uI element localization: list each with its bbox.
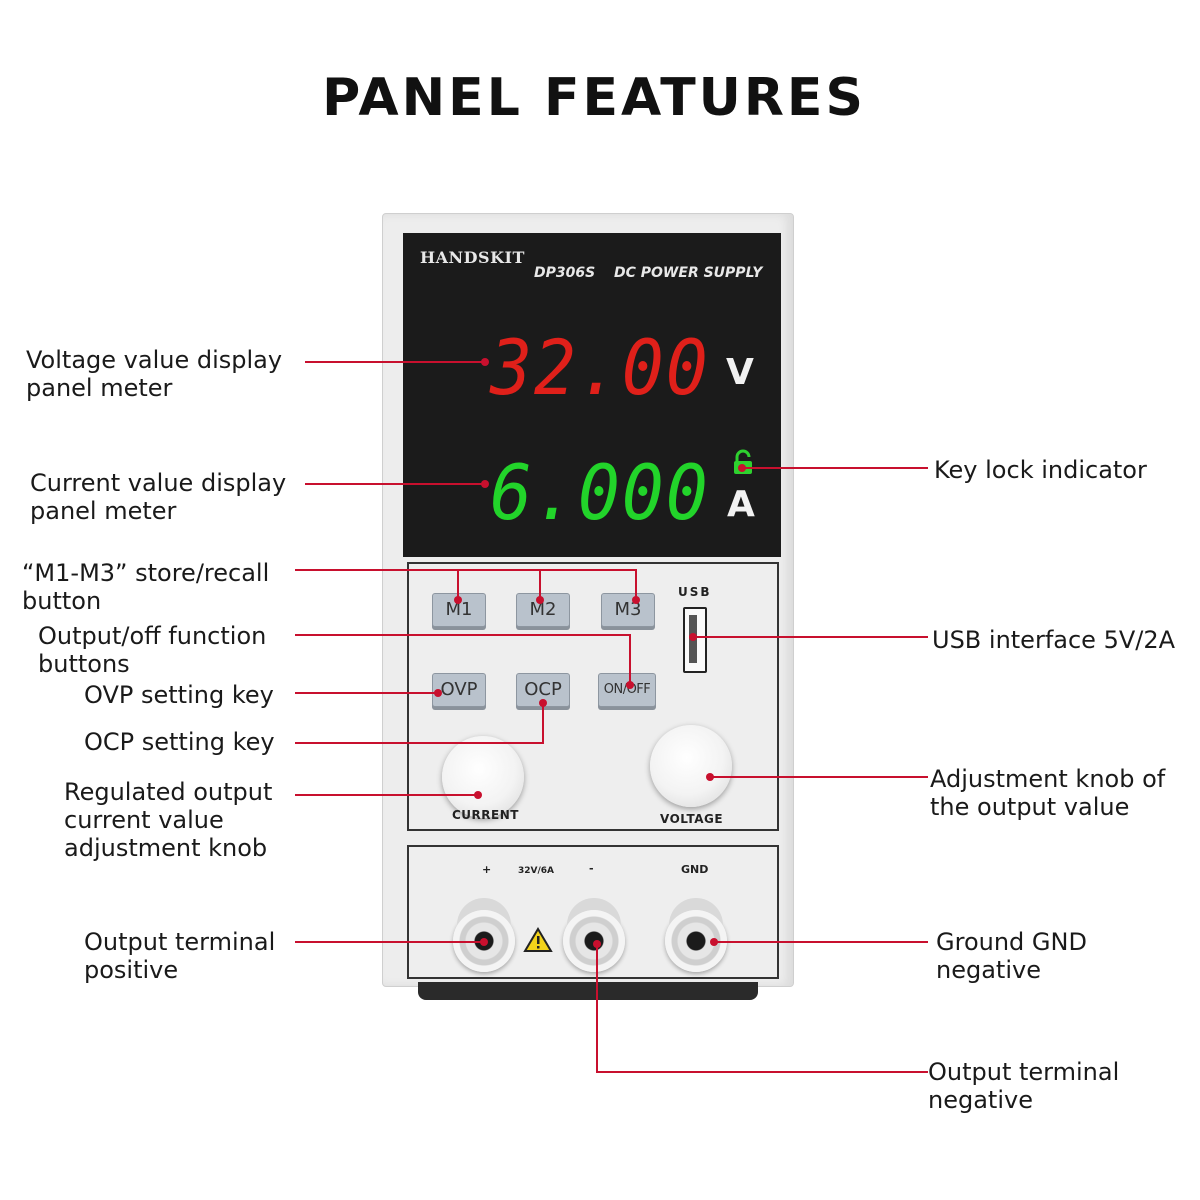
voltage-display: 32.00 (490, 323, 710, 412)
callout-memory-buttons: “M1-M3” store/recall button (22, 559, 270, 615)
page-title: PANEL FEATURES (322, 68, 866, 128)
callout-voltage-display: Voltage value display panel meter (26, 346, 283, 402)
positive-terminal[interactable] (453, 910, 515, 972)
callout-ocp-key: OCP setting key (84, 728, 275, 756)
on-off-button[interactable]: ON/OFF (598, 673, 656, 707)
callout-voltage-knob: Adjustment knob of the output value (930, 765, 1166, 821)
callout-usb: USB interface 5V/2A (932, 626, 1176, 654)
terminal-plus-label: + (482, 863, 492, 876)
callout-current-display: Current value display panel meter (30, 469, 287, 525)
callout-ground: Ground GND negative (936, 928, 1087, 984)
callout-negative-terminal: Output terminal negative (928, 1058, 1120, 1114)
product-type: DC POWER SUPPLY (614, 265, 763, 281)
usb-label: USB (678, 585, 712, 599)
voltage-unit: V (726, 352, 754, 393)
model-number: DP306S (534, 265, 596, 281)
warning-icon (523, 927, 553, 953)
device-feet (418, 982, 758, 1000)
callout-key-lock: Key lock indicator (934, 456, 1147, 484)
ovp-button[interactable]: OVP (432, 673, 486, 707)
ground-terminal[interactable] (665, 910, 727, 972)
brand-logo-text: HANDSKIT (420, 248, 525, 267)
lock-icon (730, 448, 756, 476)
current-knob[interactable] (442, 736, 524, 818)
usb-port[interactable] (683, 607, 707, 673)
ocp-button[interactable]: OCP (516, 673, 570, 707)
callout-current-knob: Regulated output current value adjustmen… (64, 778, 273, 862)
terminal-rating: 32V/6A (518, 866, 555, 876)
terminal-minus-label: - (589, 862, 594, 875)
terminal-gnd-label: GND (681, 863, 709, 876)
display-panel (403, 233, 781, 557)
negative-terminal[interactable] (563, 910, 625, 972)
callout-ovp-key: OVP setting key (84, 681, 274, 709)
m2-button[interactable]: M2 (516, 593, 570, 627)
current-display: 6.000 (490, 448, 710, 537)
voltage-knob-label: VOLTAGE (660, 812, 724, 826)
callout-positive-terminal: Output terminal positive (84, 928, 276, 984)
current-unit: A (727, 484, 755, 525)
voltage-knob[interactable] (650, 725, 732, 807)
m1-button[interactable]: M1 (432, 593, 486, 627)
callout-output-buttons: Output/off function buttons (38, 622, 267, 678)
current-knob-label: CURRENT (452, 808, 519, 822)
m3-button[interactable]: M3 (601, 593, 655, 627)
